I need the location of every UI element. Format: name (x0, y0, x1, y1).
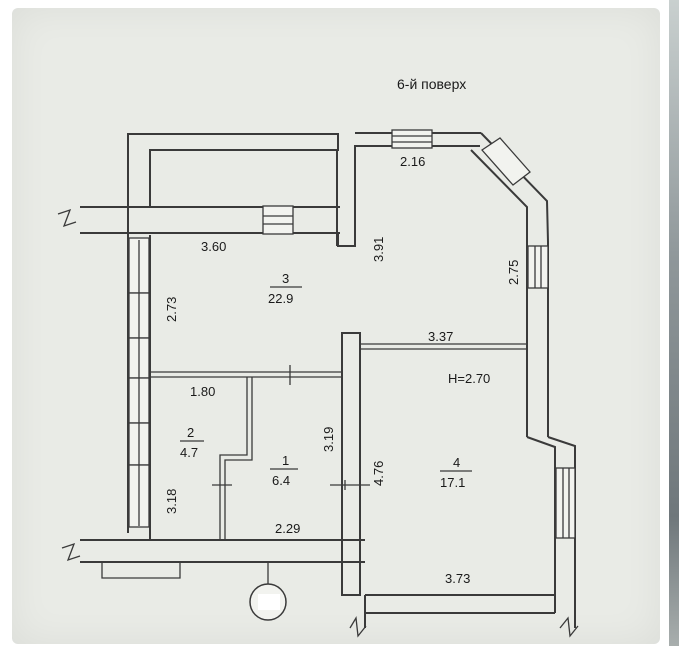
interior-partitions (149, 332, 527, 596)
adjacent-photo-edge (669, 0, 679, 646)
room3-number: 3 (282, 271, 289, 286)
dim-room1-width: 2.29 (275, 521, 300, 536)
dim-room1-height: 3.19 (321, 427, 336, 452)
dim-room4-width-bottom: 3.73 (445, 571, 470, 586)
room2-number: 2 (187, 425, 194, 440)
dimension-labels: 2.16 3.60 3.91 2.75 2.73 3.37 1.80 3.19 … (164, 154, 521, 586)
room3-area: 22.9 (268, 291, 293, 306)
riser-circle (249, 562, 287, 621)
dim-left-upper: 2.73 (164, 297, 179, 322)
room2-area: 4.7 (180, 445, 198, 460)
dim-left-lower: 3.18 (164, 489, 179, 514)
dim-top-window: 2.16 (400, 154, 425, 169)
ceiling-height: H=2.70 (448, 371, 490, 386)
plan-paper (12, 8, 660, 644)
dim-corridor-depth: 3.91 (371, 237, 386, 262)
room4-area: 17.1 (440, 475, 465, 490)
room4-number: 4 (453, 455, 460, 470)
wall-windows (262, 129, 576, 539)
dim-room4-height: 4.76 (371, 461, 386, 486)
dim-room4-width-top: 3.37 (428, 329, 453, 344)
room-labels: 3 22.9 2 4.7 1 6.4 H=2.70 4 17.1 (180, 271, 490, 490)
floor-title: 6-й поверх (397, 76, 466, 92)
room1-area: 6.4 (272, 473, 290, 488)
dim-bath-width: 1.80 (190, 384, 215, 399)
dim-kitchen-width: 3.60 (201, 239, 226, 254)
room1-number: 1 (282, 453, 289, 468)
left-windows (128, 237, 150, 528)
dim-bay-side: 2.75 (506, 260, 521, 285)
